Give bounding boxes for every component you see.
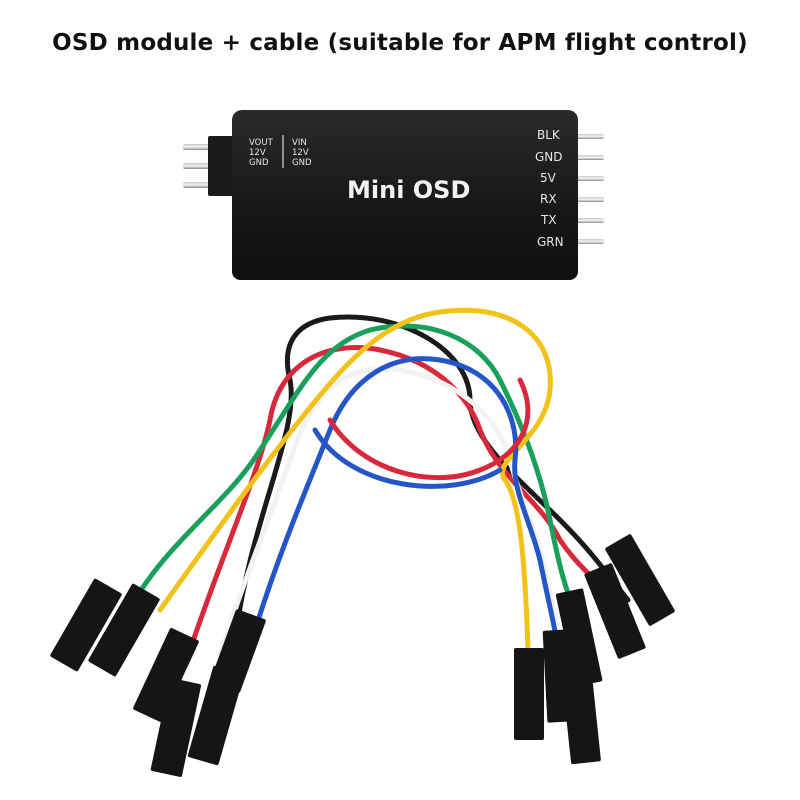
- pin-label-blk: BLK: [537, 128, 561, 142]
- dupont-connector: [187, 665, 244, 766]
- dupont-connectors: [50, 534, 675, 777]
- wire-blue: [252, 356, 563, 663]
- pin-label-grn: GRN: [537, 235, 564, 249]
- pin-label-rx: RX: [540, 192, 557, 206]
- label-gnd-out: GND: [249, 158, 269, 168]
- jumper-cable: [132, 307, 631, 703]
- module-body: [232, 110, 578, 280]
- product-caption: OSD module + cable (suitable for APM fli…: [52, 30, 748, 56]
- module-title: Mini OSD: [347, 176, 470, 204]
- dupont-connector: [50, 578, 122, 672]
- wire-white: [205, 366, 563, 703]
- wire-green: [132, 323, 578, 613]
- label-12v-in: 12V: [292, 148, 309, 158]
- label-gnd-in: GND: [292, 158, 312, 168]
- wire-yellow: [157, 307, 553, 653]
- dupont-connector: [514, 648, 544, 740]
- dupont-connector: [133, 628, 199, 722]
- wire-loop-blue: [312, 427, 503, 489]
- pin-label-gnd: GND: [535, 150, 563, 164]
- label-vout: VOUT: [249, 138, 274, 148]
- dupont-connector: [88, 583, 160, 677]
- dupont-connector: [584, 563, 646, 659]
- label-vin: VIN: [292, 138, 307, 148]
- module-bottom-edge: [232, 258, 578, 280]
- left-pin-header: [183, 136, 238, 196]
- label-12v-out: 12V: [249, 148, 266, 158]
- wire-loop-red: [327, 377, 531, 481]
- left-pin-housing: [208, 136, 234, 196]
- dupont-connector: [210, 609, 266, 693]
- dupont-connector: [150, 678, 202, 777]
- dupont-connector: [561, 663, 601, 765]
- dupont-connector: [555, 588, 603, 687]
- osd-module: VOUT 12V GND VIN 12V GND Mini OSD BLK GN…: [183, 110, 604, 280]
- pin-label-tx: TX: [540, 213, 557, 227]
- dupont-connector: [605, 534, 675, 626]
- pin-label-5v: 5V: [540, 171, 557, 185]
